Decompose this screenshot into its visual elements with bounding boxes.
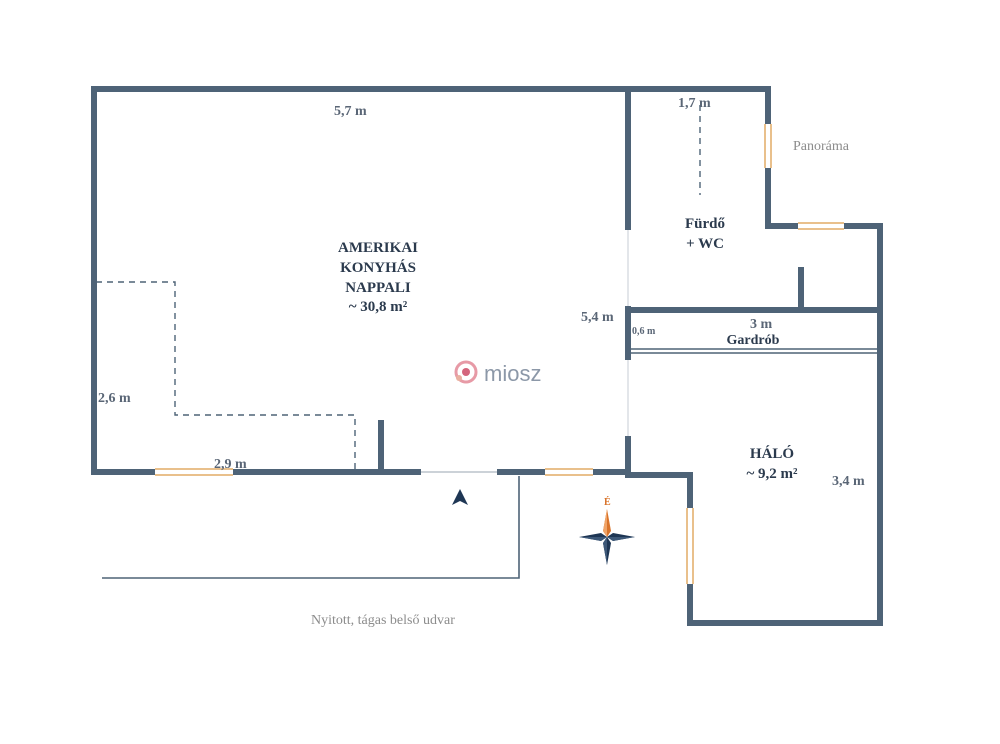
living-room-area: ~ 30,8 m² — [349, 299, 408, 315]
watermark-logo: miosz — [454, 360, 541, 386]
living-wall-outline — [91, 86, 883, 475]
living-room-label-2: KONYHÁS — [340, 259, 416, 276]
walls — [91, 86, 883, 626]
courtyard-line — [102, 476, 520, 579]
bath-label-2: + WC — [686, 236, 724, 252]
entrance-arrow-icon — [452, 489, 468, 505]
living-room-label-3: NAPPALI — [345, 280, 411, 296]
dim-bedroom-height: 3,4 m — [832, 474, 865, 489]
windows — [155, 124, 844, 584]
watermark-text: miosz — [484, 361, 541, 386]
bedroom-wall-outline — [625, 309, 883, 626]
north-label: É — [604, 496, 611, 508]
dim-bath-width: 1,7 m — [678, 96, 711, 111]
dim-wardrobe-depth: 0,6 m — [632, 326, 656, 337]
panorama-note: Panoráma — [793, 139, 850, 154]
dim-kitchen-width: 2,9 m — [214, 457, 247, 472]
courtyard-note: Nyitott, tágas belső udvar — [311, 613, 455, 628]
kitchen-dashed-outline — [96, 281, 356, 470]
bedroom-label: HÁLÓ — [750, 445, 794, 462]
living-room-label-1: AMERIKAI — [338, 240, 418, 256]
dim-living-width: 5,7 m — [334, 104, 367, 119]
dim-living-height: 5,4 m — [581, 310, 614, 325]
compass-icon — [579, 509, 635, 565]
wardrobe-label: Gardrób — [727, 333, 780, 348]
bath-label-1: Fürdő — [685, 216, 726, 232]
dim-wardrobe-width: 3 m — [750, 317, 773, 332]
bedroom-area: ~ 9,2 m² — [746, 466, 798, 482]
dim-kitchen-height: 2,6 m — [98, 391, 131, 406]
